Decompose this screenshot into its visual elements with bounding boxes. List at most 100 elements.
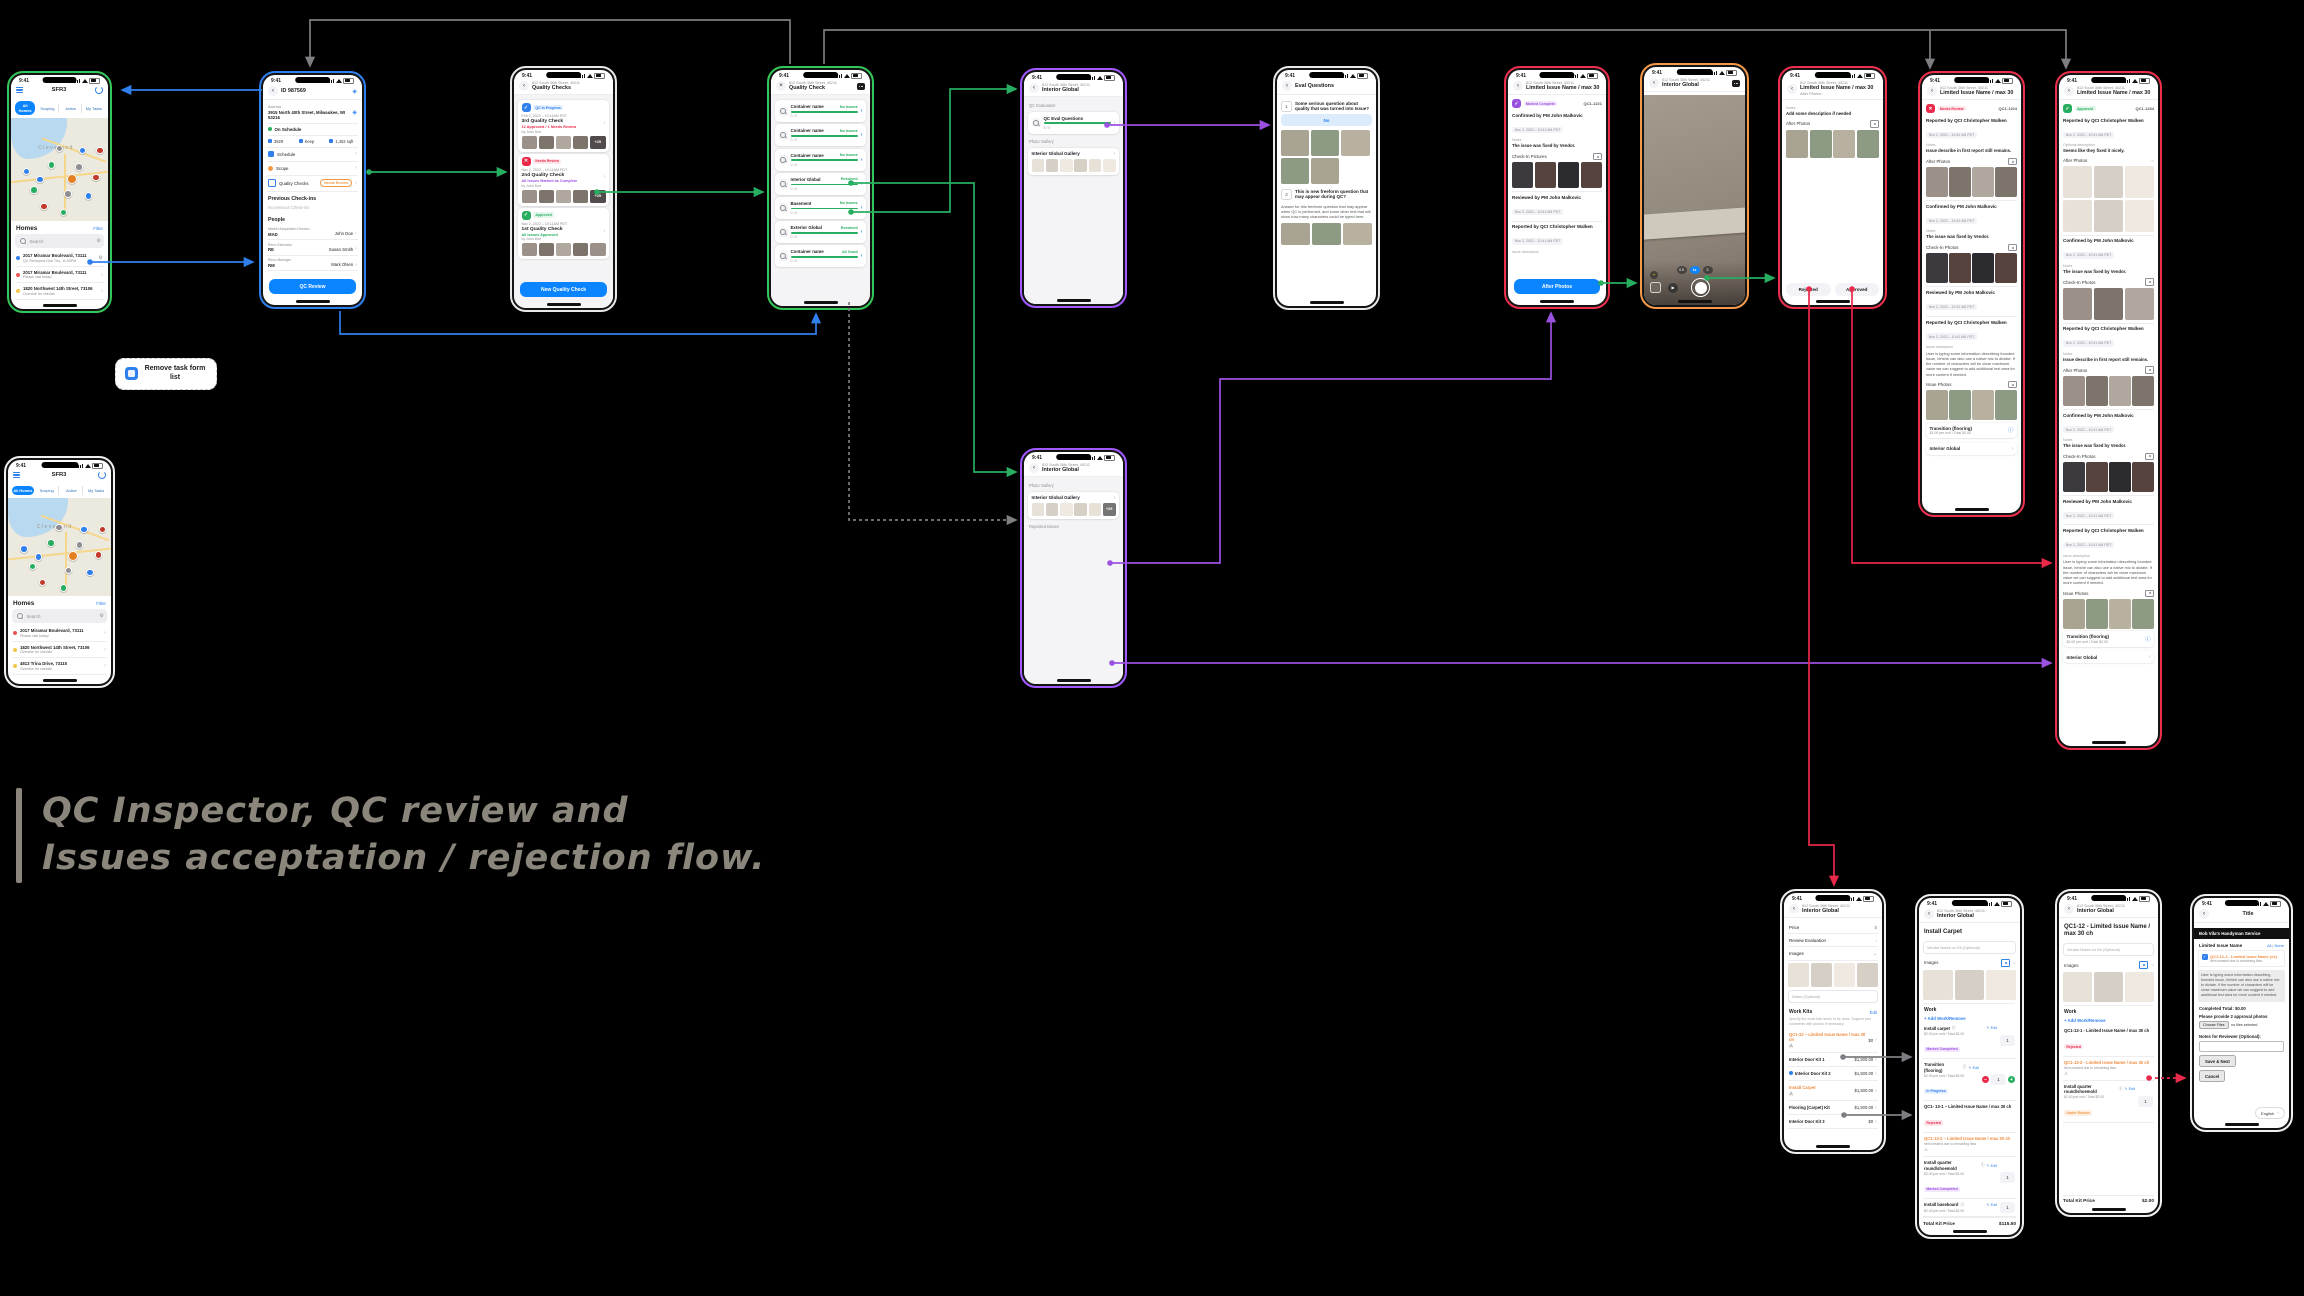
filter-link[interactable]: Filter xyxy=(96,601,106,607)
nav-row-schedule[interactable]: Schedule› xyxy=(267,148,358,162)
photo-thumbnail[interactable] xyxy=(1341,130,1370,156)
kit-row[interactable]: Flooring (Carpet) Kit$1,500.00› xyxy=(1788,1101,1878,1116)
info-icon[interactable]: ⓘ xyxy=(1951,1025,1956,1030)
map-pin-icon[interactable]: ◈ xyxy=(352,109,357,116)
work-item[interactable]: QC1-12-2 - Limited Issue Name / max 30 c… xyxy=(2063,1057,2154,1081)
map-pin[interactable] xyxy=(47,539,55,547)
filter-link[interactable]: Filter xyxy=(93,226,103,232)
back-icon[interactable]: ‹ xyxy=(1789,904,1799,914)
tab-all-homes[interactable]: All Homes xyxy=(12,486,34,495)
edit-link[interactable]: ✎ Edit xyxy=(1968,1065,1979,1070)
gallery-card[interactable]: Interior Global Gallery›+25 xyxy=(1028,491,1119,519)
photo-thumbnail[interactable] xyxy=(1281,130,1310,156)
refresh-icon[interactable] xyxy=(98,471,106,479)
map-pin[interactable] xyxy=(98,525,107,533)
kit-row[interactable]: Interior Door Kit 2$1,500.00› xyxy=(1788,1067,1878,1082)
map-pin[interactable] xyxy=(36,175,44,184)
choose-files-button[interactable]: Choose Files xyxy=(2199,1021,2229,1030)
add-work-link[interactable]: + Add Work/Remove xyxy=(2064,1017,2106,1023)
tab-active[interactable]: Active xyxy=(61,486,84,495)
photo-thumbnail[interactable] xyxy=(1311,158,1340,184)
map-pin[interactable] xyxy=(78,146,87,155)
info-icon[interactable]: ⓘ xyxy=(1962,1065,1967,1070)
map-pin[interactable] xyxy=(84,192,93,200)
map-pin[interactable] xyxy=(34,553,43,561)
checkbox-item[interactable]: ✓QC1-12-2 - Limited Issue Name (x1)Item … xyxy=(2198,950,2285,967)
zoom-1x[interactable]: 1x xyxy=(1689,266,1700,274)
map-pin[interactable] xyxy=(75,541,84,549)
info-icon[interactable]: ⓘ xyxy=(1980,1163,1985,1168)
map-pin[interactable] xyxy=(55,144,64,153)
row-review-evaluation[interactable]: Review Evaluation› xyxy=(1788,934,1878,947)
edit-link[interactable]: ✎ Edit xyxy=(2124,1087,2135,1092)
kit-row[interactable]: Install Carpet⚠$1,500.00› xyxy=(1788,1081,1878,1102)
settings-icon[interactable]: ⚙ xyxy=(96,238,101,245)
flash-icon[interactable]: ⌁ xyxy=(1650,271,1658,279)
navigate-icon[interactable]: ◈ xyxy=(352,88,357,95)
menu-icon[interactable] xyxy=(13,471,20,479)
map-pin[interactable] xyxy=(30,186,38,194)
info-icon[interactable]: ⓘ xyxy=(2144,637,2151,644)
map-pin[interactable] xyxy=(75,163,83,171)
map-pin[interactable] xyxy=(94,551,103,559)
photo-thumbnail[interactable] xyxy=(1281,158,1310,184)
map-pin[interactable] xyxy=(59,208,67,217)
map-pin[interactable] xyxy=(47,161,56,169)
back-icon[interactable]: ‹ xyxy=(1029,463,1039,473)
tab-scoping[interactable]: Scoping xyxy=(37,103,59,113)
tab-scoping[interactable]: Scoping xyxy=(36,486,59,495)
back-icon[interactable]: ‹ xyxy=(1649,78,1659,88)
tab-my-tasks[interactable]: My Tasks xyxy=(85,105,102,111)
edit-link[interactable]: ✎ Edit xyxy=(1986,1203,1997,1208)
map-pin[interactable] xyxy=(59,584,67,592)
info-icon[interactable]: ⓘ xyxy=(2007,428,2014,435)
approved-button[interactable]: Approved xyxy=(1834,283,1879,296)
back-icon[interactable]: ‹ xyxy=(268,86,278,96)
save-next-button[interactable]: Save & Next xyxy=(2199,1055,2236,1068)
quantity-value[interactable]: 1 xyxy=(2000,1035,2015,1047)
quantity-value[interactable]: 1 xyxy=(2138,1095,2153,1107)
map-pin[interactable] xyxy=(20,545,28,553)
zoom-0.5[interactable]: 0.5 xyxy=(1676,266,1687,274)
shutter-button[interactable] xyxy=(1691,278,1710,297)
cancel-button[interactable]: Cancel xyxy=(2199,1070,2226,1083)
work-item[interactable]: QC1- 13-1 – Limited Issue Name / max 30 … xyxy=(1923,1101,2016,1134)
map-pin[interactable] xyxy=(67,551,78,562)
link-card[interactable]: Transition (flooring)$2.00 per unit / To… xyxy=(2063,631,2154,647)
gallery-icon[interactable] xyxy=(1650,282,1661,293)
decrement-button[interactable]: – xyxy=(1982,1076,1989,1084)
row-images[interactable]: Images⌄ xyxy=(1788,947,1878,961)
language-selector[interactable]: English› xyxy=(2255,1107,2285,1119)
map-pin[interactable] xyxy=(38,578,47,587)
back-icon[interactable]: ‹ xyxy=(2199,909,2209,919)
nav-row-scope[interactable]: Scope› xyxy=(267,162,358,176)
back-icon[interactable]: ‹ xyxy=(1029,83,1039,93)
select-all-link[interactable]: All xyxy=(2266,942,2272,948)
chat-icon[interactable] xyxy=(857,82,865,90)
map-pin[interactable] xyxy=(92,173,100,182)
kit-row[interactable]: Interior Door Kit 1$1,500.00› xyxy=(1788,1053,1878,1068)
link-card[interactable]: Interior Global› xyxy=(1926,442,2017,455)
search-input[interactable]: Search⚙ xyxy=(12,609,107,624)
tab-all-homes[interactable]: All Homes xyxy=(15,101,36,115)
quantity-value[interactable]: 1 xyxy=(1991,1074,2006,1086)
info-icon[interactable]: ⓘ xyxy=(1960,1202,1965,1207)
work-item[interactable]: QC1-12-1 - Limited Issue Name / max 30 c… xyxy=(2063,1025,2154,1057)
question-answer[interactable]: No xyxy=(1281,114,1372,126)
edit-link[interactable]: ✎ Edit xyxy=(1986,1026,1997,1031)
notes-input[interactable]: Vendor Notes on Kit (Optional) xyxy=(1923,941,2016,955)
